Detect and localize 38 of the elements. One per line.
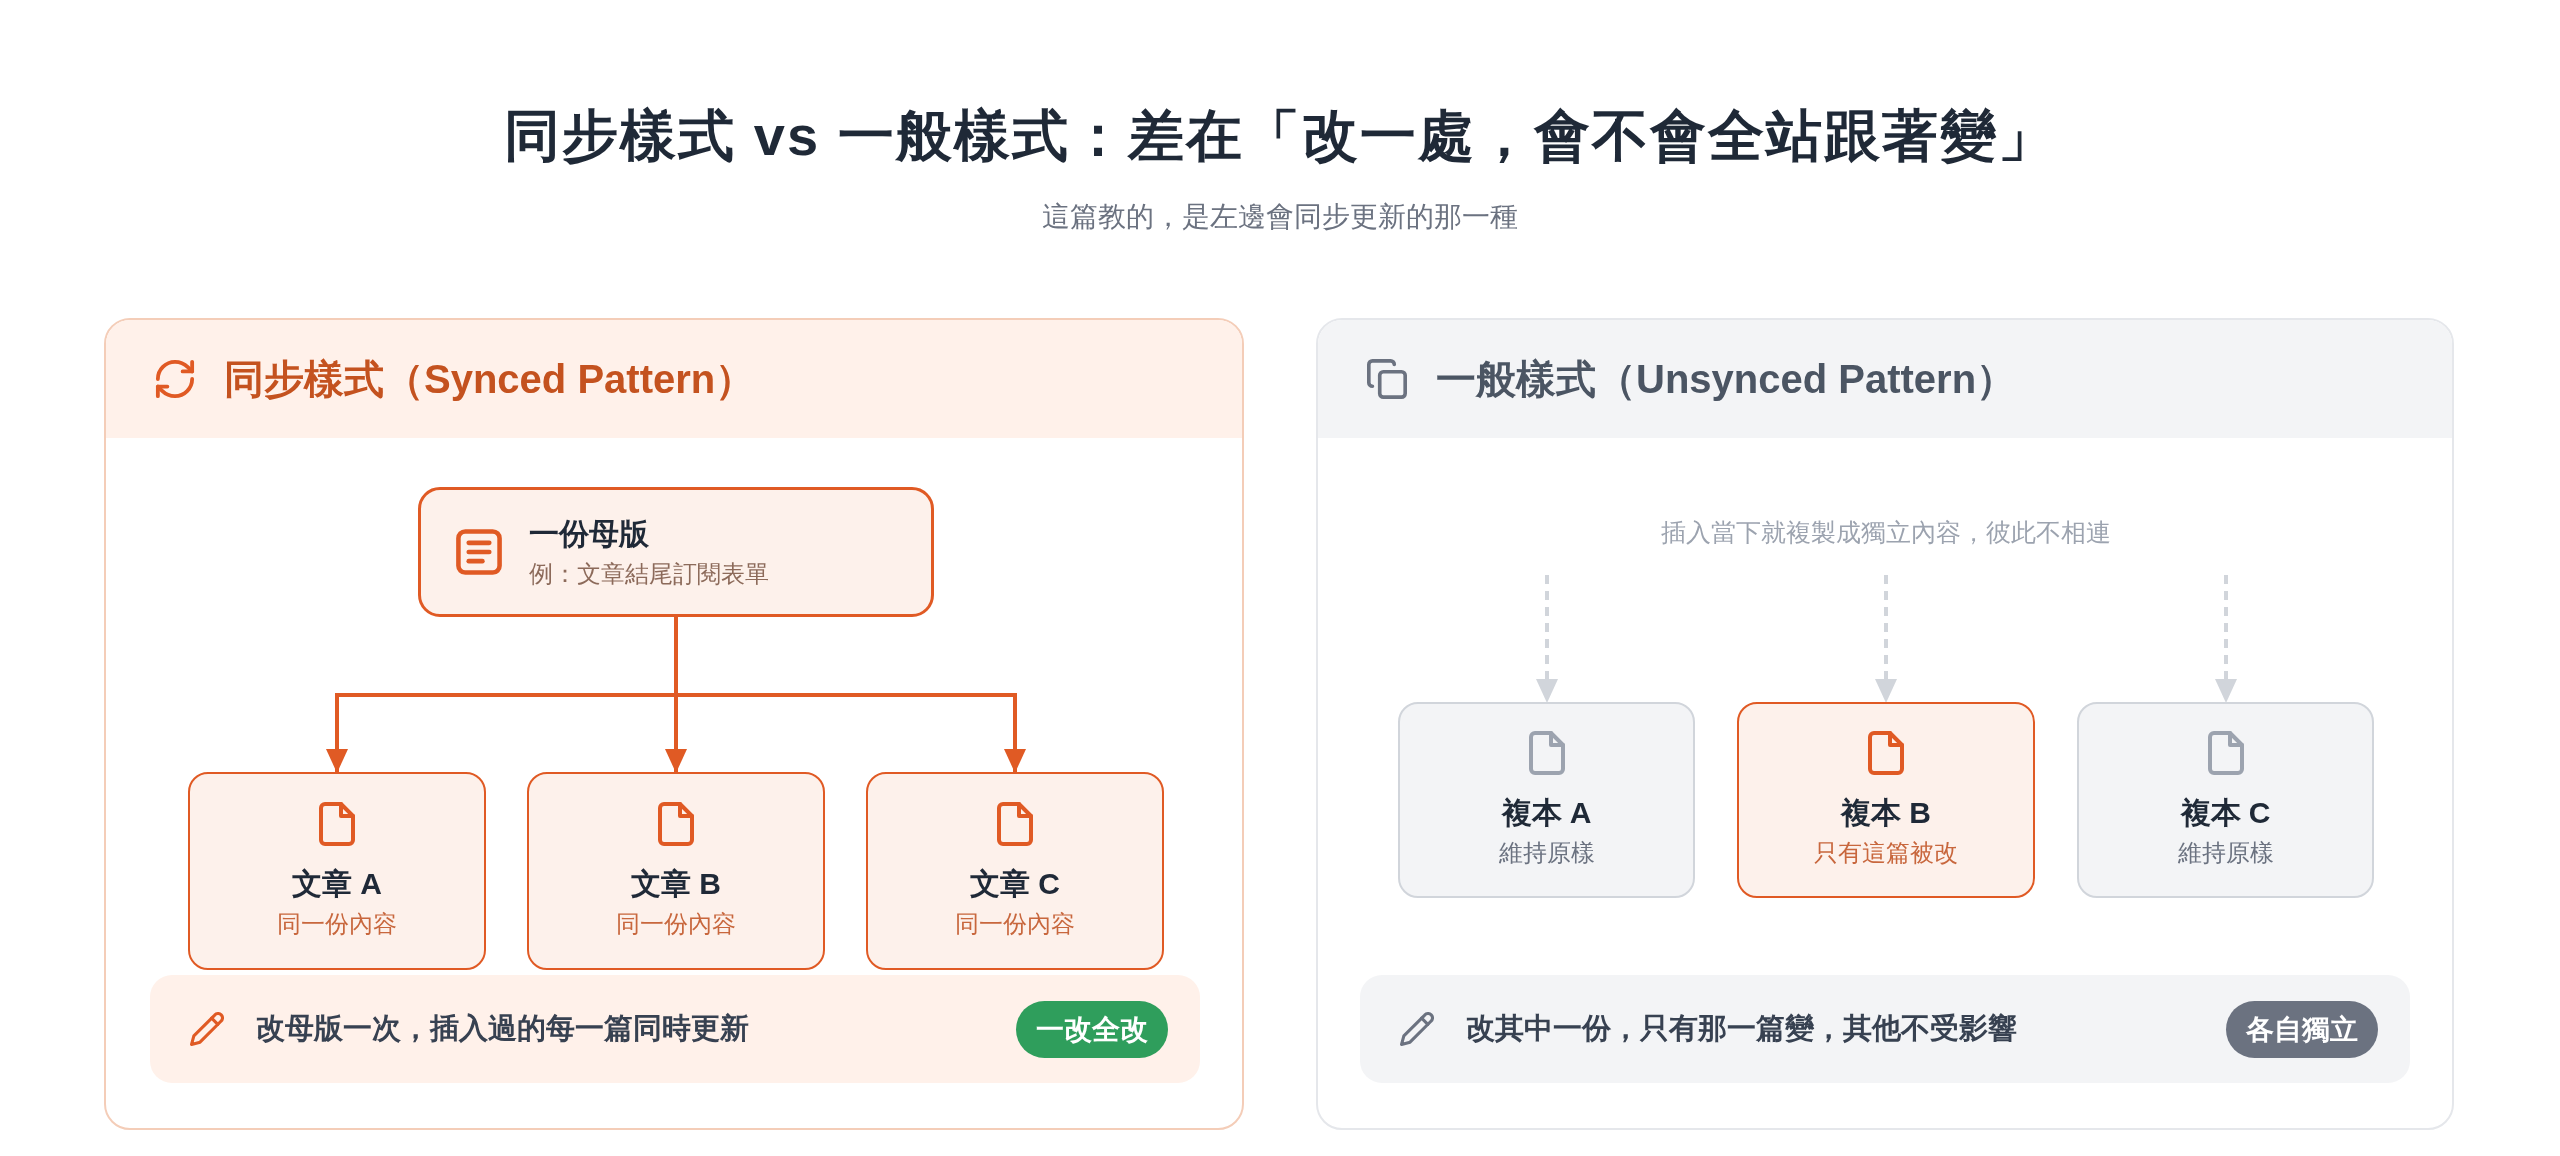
document-card — [1398, 702, 1695, 898]
card-title: 文章 B — [631, 866, 721, 902]
document-card — [866, 772, 1164, 970]
card-subtitle: 同一份內容 — [616, 909, 736, 939]
panel-title: 一般樣式（Unsynced Pattern） — [1436, 356, 2017, 403]
card-title: 複本 B — [1841, 795, 1931, 831]
arrow — [2215, 575, 2237, 703]
panel-title: 同步樣式（Synced Pattern） — [224, 356, 756, 403]
card-title: 複本 C — [2180, 795, 2271, 831]
card-title: 複本 A — [1501, 795, 1592, 831]
comparison-panel — [1316, 318, 2454, 1130]
card-subtitle: 同一份內容 — [277, 909, 397, 939]
card-subtitle: 例：文章結尾訂閱表單 — [529, 559, 769, 589]
note-text: 插入當下就複製成獨立內容，彼此不相連 — [1661, 517, 2111, 548]
card-subtitle: 同一份內容 — [955, 909, 1075, 939]
card-title: 一份母版 — [529, 516, 649, 552]
arrow — [1875, 575, 1897, 703]
card-subtitle: 維持原樣 — [1498, 838, 1595, 868]
card-title: 文章 A — [292, 866, 382, 902]
summary-text: 改母版一次，插入過的每一篇同時更新 — [256, 1011, 749, 1046]
template-card — [418, 487, 934, 617]
pill-tag: 一改全改 — [1016, 1001, 1168, 1058]
document-card — [1737, 702, 2035, 898]
summary-bar — [150, 975, 1200, 1083]
summary-bar — [1360, 975, 2410, 1083]
card-title: 文章 C — [970, 866, 1060, 902]
arrow — [1536, 575, 1558, 703]
card-subtitle: 只有這篇被改 — [1814, 838, 1958, 868]
document-card — [188, 772, 486, 970]
card-subtitle: 維持原樣 — [2177, 838, 2274, 868]
pill-tag: 各自獨立 — [2226, 1001, 2378, 1058]
comparison-panel — [104, 318, 1244, 1130]
document-card — [2077, 702, 2374, 898]
document-card — [527, 772, 825, 970]
summary-text: 改其中一份，只有那一篇變，其他不受影響 — [1466, 1011, 2017, 1046]
subtitle: 這篇教的，是左邊會同步更新的那一種 — [1042, 200, 1518, 234]
arrow — [674, 617, 1026, 773]
title: 同步樣式 vs 一般樣式：差在「改一處，會不會全站跟著變」 — [504, 103, 2056, 169]
